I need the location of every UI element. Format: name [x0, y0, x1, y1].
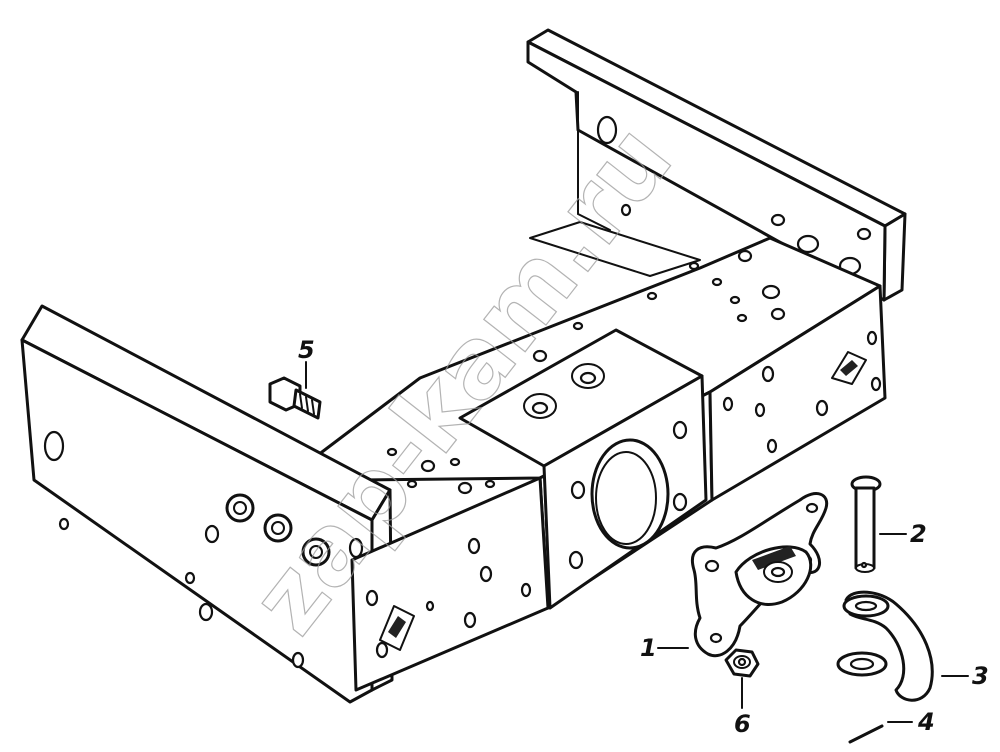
part-4-cotter-pin	[848, 724, 884, 744]
part-3-shackle	[836, 590, 934, 702]
part-1-hitch-flange	[691, 492, 829, 658]
callout-5: 5	[298, 336, 315, 364]
callout-2: 2	[910, 520, 927, 548]
part-5-bolt	[268, 376, 322, 420]
frame-assembly	[20, 28, 907, 704]
hitch-mount-plate	[458, 328, 708, 610]
right-channel	[526, 28, 907, 302]
beam-left-end	[350, 476, 550, 692]
callout-labels: 1 2 3 4 5 6	[298, 336, 989, 738]
bolt-heads	[225, 493, 331, 567]
part-2-pin	[850, 475, 882, 573]
callout-1: 1	[640, 634, 657, 662]
callout-4: 4	[917, 708, 935, 736]
callout-6: 6	[734, 710, 751, 738]
callout-3: 3	[972, 662, 989, 690]
part-6-nut	[724, 648, 760, 678]
callout-leaders	[305, 361, 969, 723]
